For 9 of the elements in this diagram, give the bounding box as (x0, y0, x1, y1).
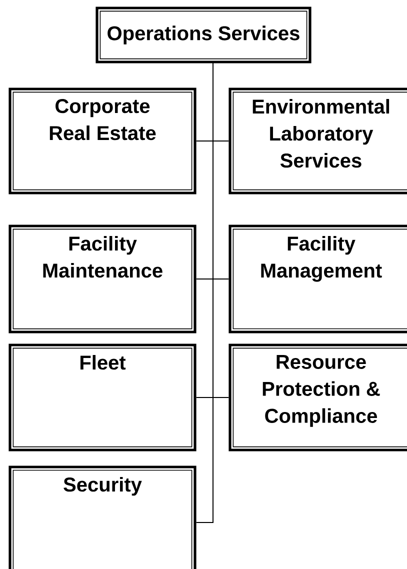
unit-box: Fleet (8, 344, 196, 452)
title-box: Operations Services (96, 6, 312, 64)
unit-box: Resource Protection & Compliance (228, 344, 407, 452)
unit-box: Security (8, 466, 196, 569)
unit-box: Corporate Real Estate (8, 88, 196, 194)
unit-box: Environmental Laboratory Services (228, 88, 407, 194)
unit-box: Facility Maintenance (8, 224, 196, 334)
unit-box: Facility Management (228, 224, 407, 334)
connector-line (196, 62, 214, 523)
